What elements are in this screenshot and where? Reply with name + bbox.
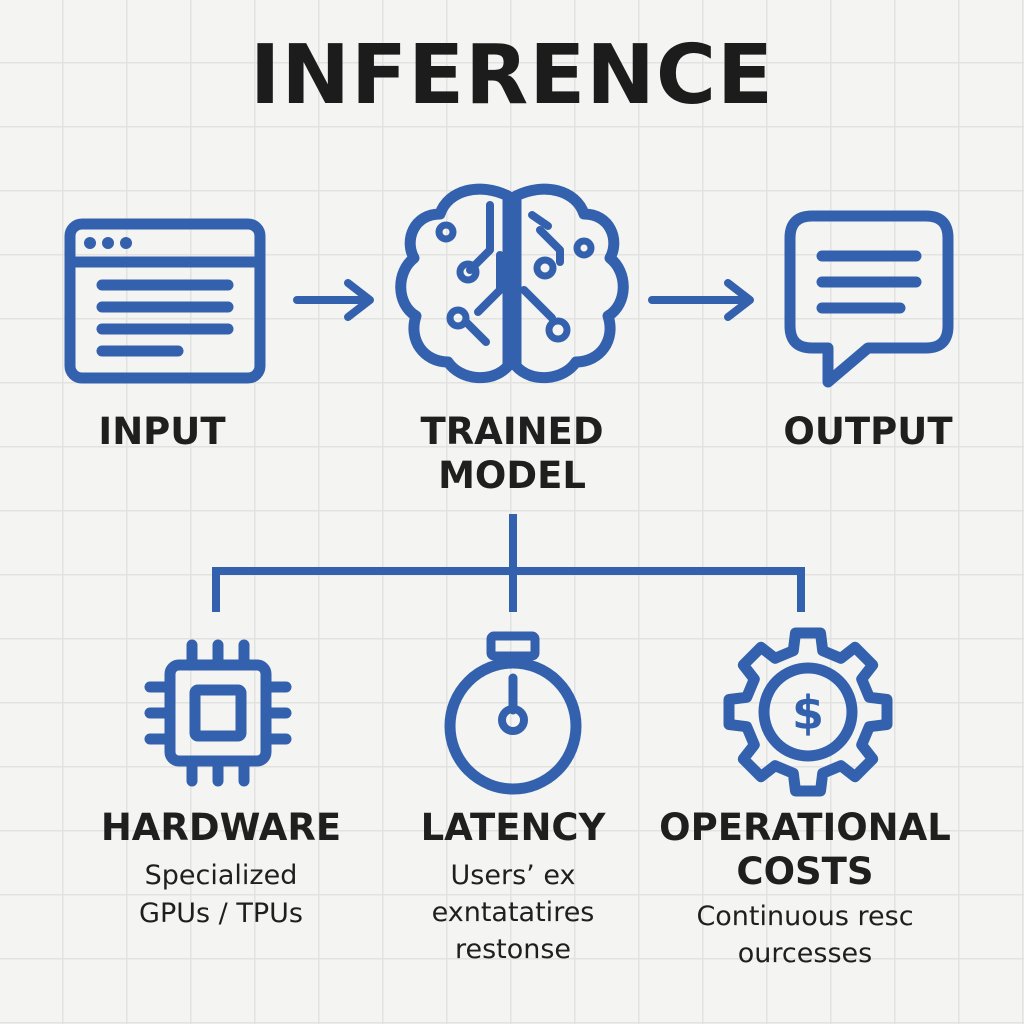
brain-circuit-icon [395, 183, 629, 384]
browser-window-icon [64, 218, 266, 384]
arrow-model-to-output-icon [648, 279, 754, 321]
operational-costs-label-line2: COSTS [736, 850, 874, 893]
latency-desc-line3: restonse [454, 934, 572, 965]
latency-desc-line1: Users’ ex [450, 860, 576, 891]
latency-label: LATENCY [420, 806, 606, 849]
hardware-label: HARDWARE [100, 806, 342, 849]
operational-costs-desc-line1: Continuous resc [696, 901, 914, 932]
gear-dollar-icon: $ [723, 627, 893, 797]
page-title: INFERENCE [249, 28, 775, 123]
speech-bubble-icon [784, 210, 954, 388]
input-label: INPUT [98, 410, 226, 453]
model-label-line2: MODEL [438, 454, 586, 497]
operational-costs-label-line1: OPERATIONAL [659, 806, 951, 849]
chip-icon [144, 639, 292, 787]
arrow-input-to-model-icon [293, 279, 374, 321]
stopwatch-icon [444, 631, 582, 795]
hardware-desc-line1: Specialized [144, 860, 298, 891]
latency-desc-line2: exntatatires [431, 897, 595, 928]
model-label-line1: TRAINED [420, 410, 604, 453]
operational-costs-desc-line2: ourcesses [737, 938, 873, 969]
dollar-symbol: $ [792, 686, 824, 740]
hardware-desc-line2: GPUs / TPUs [139, 898, 303, 929]
output-label: OUTPUT [783, 410, 953, 453]
tree-connector [212, 514, 805, 612]
